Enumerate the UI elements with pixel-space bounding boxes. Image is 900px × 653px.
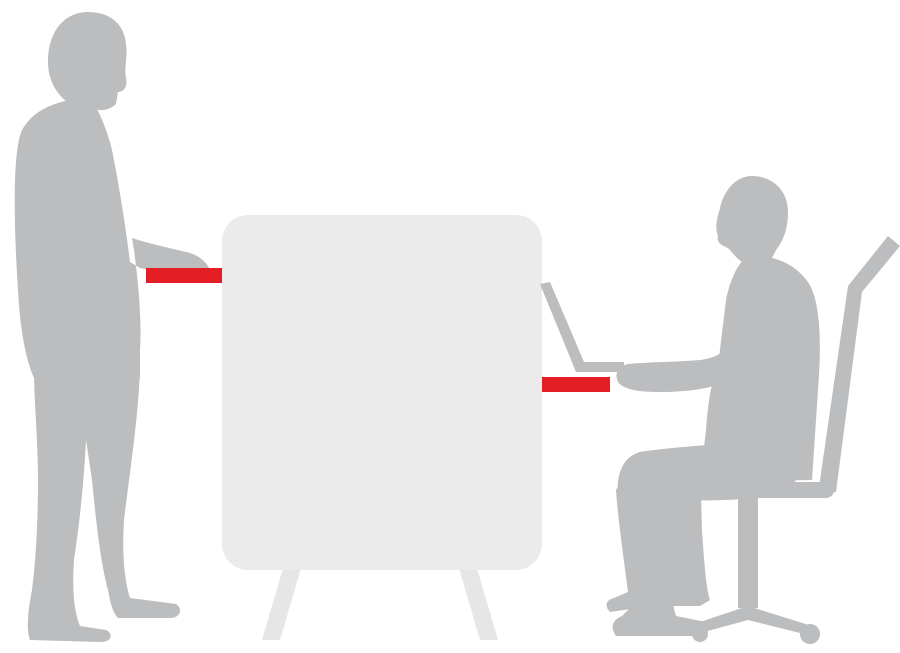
- panel-board: [222, 215, 542, 570]
- laptop-silhouette: [540, 282, 624, 372]
- standing-person-silhouette: [15, 12, 211, 642]
- seated-work-height-marker: [542, 377, 610, 392]
- panel-leg-right: [458, 565, 498, 640]
- panel-leg-left: [262, 565, 302, 640]
- seated-person-silhouette: [607, 176, 820, 636]
- desk-panel: [222, 215, 542, 640]
- standing-work-height-marker: [146, 268, 222, 283]
